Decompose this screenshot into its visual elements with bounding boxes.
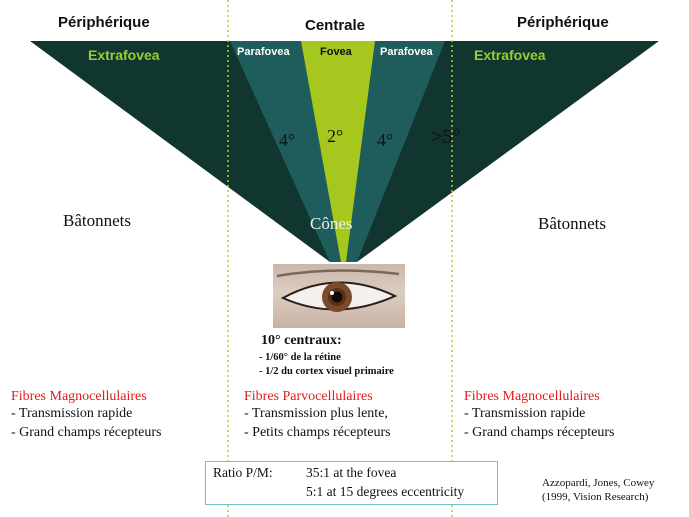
- label-rods-left: Bâtonnets: [63, 211, 131, 230]
- ratio-label: Ratio P/M:: [213, 465, 273, 480]
- zone-fovea: Fovea: [320, 46, 352, 58]
- zone-parafovea-left: Parafovea: [237, 46, 290, 58]
- ratio-fovea: 35:1 at the fovea: [306, 465, 397, 480]
- eye-photo: [273, 264, 405, 328]
- label-rods-right: Bâtonnets: [538, 214, 606, 233]
- header-central: Centrale: [305, 17, 366, 34]
- fibres-parvo-item-2: - Petits champs récepteurs: [244, 425, 391, 440]
- header-peripheral-right: Périphérique: [517, 14, 609, 31]
- label-cones: Cônes: [310, 214, 353, 233]
- fibres-magno-left-title: Fibres Magnocellulaires: [11, 389, 147, 404]
- angle-parafovea-right: 4°: [377, 130, 394, 150]
- central-note-cortex: - 1/2 du cortex visuel primaire: [259, 366, 394, 377]
- fibres-magno-right-title: Fibres Magnocellulaires: [464, 389, 600, 404]
- angle-parafovea-left: 4°: [279, 130, 296, 150]
- eye-icon: [276, 269, 400, 312]
- ratio-eccentricity: 5:1 at 15 degrees eccentricity: [306, 484, 465, 499]
- fibres-parvo-item-1: - Transmission plus lente,: [244, 406, 388, 421]
- fibres-magno-right-item-1: - Transmission rapide: [464, 406, 586, 421]
- central-degrees-title: 10° centraux:: [261, 333, 342, 348]
- zone-parafovea-right: Parafovea: [380, 46, 433, 58]
- reference-source: (1999, Vision Research): [542, 491, 649, 503]
- fibres-magno-left-item-1: - Transmission rapide: [11, 406, 133, 421]
- fibres-magno-left-item-2: - Grand champs récepteurs: [11, 425, 162, 440]
- fibres-parvo-title: Fibres Parvocellulaires: [244, 389, 373, 404]
- central-note-retina: - 1/60° de la rétine: [259, 352, 341, 363]
- angle-fovea: 2°: [327, 126, 344, 146]
- angle-extrafovea: >5°: [431, 126, 461, 148]
- reference-authors: Azzopardi, Jones, Cowey: [542, 477, 655, 489]
- fovea-region: [301, 41, 375, 262]
- zone-extrafovea-right: Extrafovea: [474, 47, 546, 63]
- header-peripheral-left: Périphérique: [58, 14, 150, 31]
- zone-extrafovea-left: Extrafovea: [88, 47, 160, 63]
- ratio-box: Ratio P/M: 35:1 at the fovea 5:1 at 15 d…: [205, 461, 498, 505]
- fibres-magno-right-item-2: - Grand champs récepteurs: [464, 425, 615, 440]
